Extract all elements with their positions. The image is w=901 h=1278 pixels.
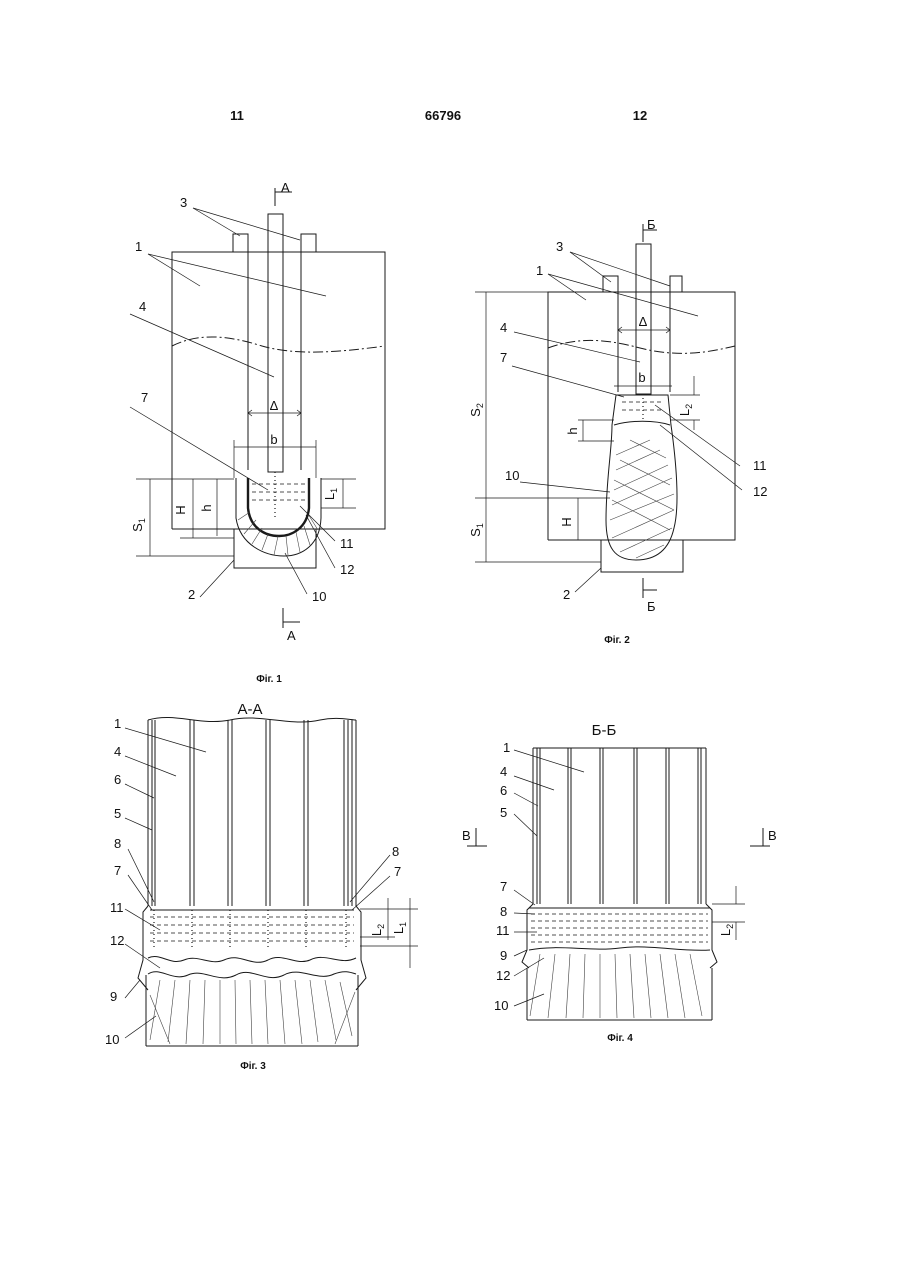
- fig2-label-11: 11: [753, 458, 767, 473]
- fig1-label-7: 7: [141, 390, 148, 405]
- figure-4: Б-Б: [462, 722, 777, 1044]
- fig3-label-7-right: 7: [394, 864, 401, 879]
- fig2-label-2: 2: [563, 587, 570, 602]
- fig1-label-1: 1: [135, 239, 142, 254]
- fig3-label-10: 10: [105, 1032, 119, 1047]
- fig2-label-4: 4: [500, 320, 507, 335]
- fig2-caption: Фіг. 2: [604, 635, 630, 646]
- fig1-label-11: 11: [340, 536, 354, 551]
- fig3-label-6: 6: [114, 772, 121, 787]
- figure-3: A-A: [105, 701, 418, 1072]
- fig1-dim-b: b: [270, 432, 277, 447]
- fig4-view-mark-right: B: [768, 828, 777, 843]
- fig3-label-8: 8: [114, 836, 121, 851]
- fig2-dim-L2: L2: [677, 404, 694, 416]
- fig3-label-5: 5: [114, 806, 121, 821]
- fig4-label-1: 1: [503, 740, 510, 755]
- fig4-section-title: Б-Б: [592, 722, 617, 739]
- fig3-section-title: A-A: [237, 701, 262, 718]
- fig1-label-4: 4: [139, 299, 146, 314]
- fig4-label-6: 6: [500, 783, 507, 798]
- fig4-label-11: 11: [496, 923, 510, 938]
- fig4-dim-L2: L2: [718, 924, 735, 936]
- fig4-label-5: 5: [500, 805, 507, 820]
- fig1-caption: Фіг. 1: [256, 674, 282, 685]
- figure-1: Δ b S1 H h L1 A A 3 1 4: [130, 180, 385, 685]
- fig4-caption: Фіг. 4: [607, 1033, 633, 1044]
- fig2-dim-S2: S2: [468, 403, 485, 417]
- fig3-label-9: 9: [110, 989, 117, 1004]
- fig3-label-12: 12: [110, 933, 124, 948]
- fig2-dim-H: H: [559, 517, 574, 526]
- fig3-dim-L1: L1: [391, 922, 408, 934]
- fig4-label-10: 10: [494, 998, 508, 1013]
- page-number-left: 11: [230, 108, 244, 123]
- fig3-label-1: 1: [114, 716, 121, 731]
- figure-2: Δ b L2 h S2 S1 H Б Б 3 1 4: [468, 217, 767, 646]
- fig2-dim-h: h: [565, 427, 580, 434]
- fig1-dim-S1: S1: [130, 518, 147, 532]
- fig2-dim-delta: Δ: [639, 314, 648, 329]
- fig2-label-7: 7: [500, 350, 507, 365]
- fig1-label-10: 10: [312, 589, 326, 604]
- fig2-dim-S1: S1: [468, 523, 485, 537]
- fig4-label-9: 9: [500, 948, 507, 963]
- fig3-label-11: 11: [110, 900, 124, 915]
- fig2-dim-b: b: [638, 370, 645, 385]
- page-number-right: 12: [633, 108, 647, 123]
- fig1-dim-delta: Δ: [270, 398, 279, 413]
- fig1-dim-L1: L1: [322, 488, 339, 500]
- fig1-label-2: 2: [188, 587, 195, 602]
- fig2-label-10: 10: [505, 468, 519, 483]
- document-number: 66796: [425, 108, 461, 123]
- fig2-label-1: 1: [536, 263, 543, 278]
- fig4-label-7: 7: [500, 879, 507, 894]
- fig4-label-8: 8: [500, 904, 507, 919]
- fig4-label-12: 12: [496, 968, 510, 983]
- fig4-label-4: 4: [500, 764, 507, 779]
- fig1-label-12: 12: [340, 562, 354, 577]
- fig4-view-mark-left: B: [462, 828, 471, 843]
- fig2-label-12: 12: [753, 484, 767, 499]
- fig1-dim-H: H: [173, 505, 188, 514]
- fig2-section-mark-bottom: Б: [647, 599, 656, 614]
- fig3-label-7: 7: [114, 863, 121, 878]
- fig3-dim-L2: L2: [369, 924, 386, 936]
- fig1-dim-h: h: [199, 504, 214, 511]
- fig2-section-mark-top: Б: [647, 217, 656, 232]
- fig1-section-mark-bottom: A: [287, 628, 296, 643]
- fig1-label-3: 3: [180, 195, 187, 210]
- fig3-label-4: 4: [114, 744, 121, 759]
- fig2-label-3: 3: [556, 239, 563, 254]
- fig3-label-8-right: 8: [392, 844, 399, 859]
- fig1-section-mark-top: A: [281, 180, 290, 195]
- fig3-caption: Фіг. 3: [240, 1061, 266, 1072]
